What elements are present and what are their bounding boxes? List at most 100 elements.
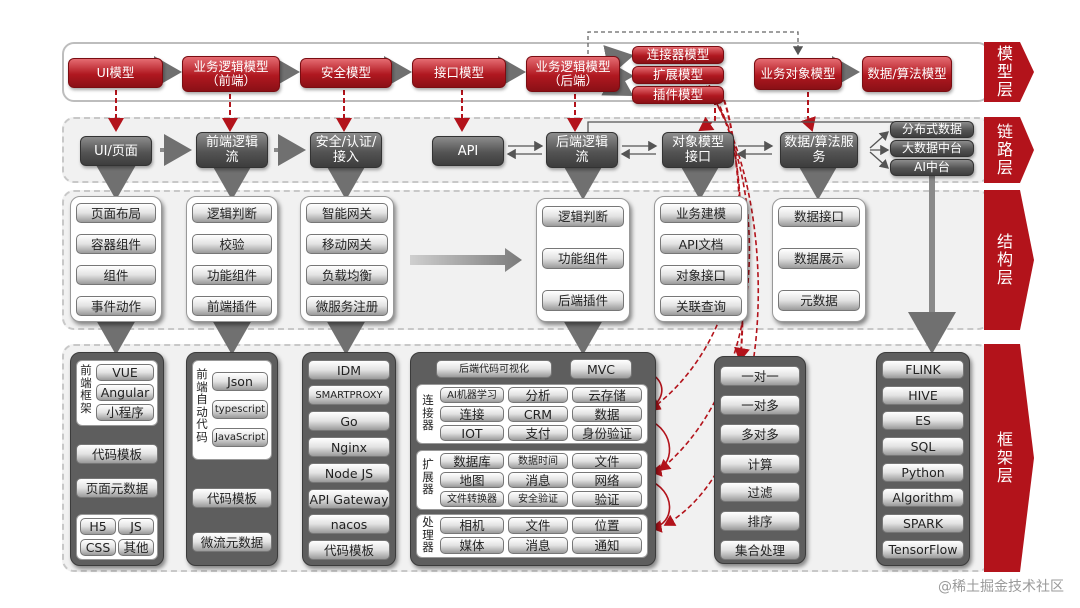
processor-item[interactable]: 通知 <box>572 537 642 554</box>
structure-ui-item[interactable]: 页面布局 <box>76 203 156 223</box>
structure-data-item[interactable]: 数据展示 <box>778 248 860 269</box>
front-logic-link-box[interactable]: 前端逻辑流 <box>196 132 268 168</box>
connector-item[interactable]: 支付 <box>508 425 568 441</box>
front-code-template[interactable]: 代码模板 <box>76 444 158 464</box>
structure-ui-item[interactable]: 组件 <box>76 265 156 285</box>
plugin-model-box[interactable]: 插件模型 <box>632 86 724 104</box>
security-model-box[interactable]: 安全模型 <box>300 58 392 88</box>
data-algo-model-box[interactable]: 数据/算法模型 <box>862 56 952 92</box>
gateway-item[interactable]: Go <box>308 411 390 431</box>
front-framework-item[interactable]: Angular <box>96 384 154 401</box>
structure-front-item[interactable]: 校验 <box>192 234 272 254</box>
relation-item[interactable]: 计算 <box>720 454 800 474</box>
extender-item[interactable]: 消息 <box>508 472 568 488</box>
processor-item[interactable]: 媒体 <box>440 537 504 554</box>
relation-item[interactable]: 集合处理 <box>720 540 800 560</box>
structure-security-item[interactable]: 移动网关 <box>306 234 388 254</box>
front-tech-item[interactable]: 其他 <box>118 539 154 556</box>
gateway-item[interactable]: Nginx <box>308 437 390 457</box>
bigdata-item[interactable]: SPARK <box>882 514 964 533</box>
bigdata-item[interactable]: TensorFlow <box>882 540 964 559</box>
object-iface-link-box[interactable]: 对象模型接口 <box>662 132 734 168</box>
structure-data-item[interactable]: 元数据 <box>778 290 860 311</box>
structure-object-item[interactable]: API文档 <box>660 234 742 254</box>
front-framework-item[interactable]: VUE <box>96 364 154 381</box>
extender-item[interactable]: 数据时间 <box>508 453 568 469</box>
extender-item[interactable]: 地图 <box>440 472 504 488</box>
extension-model-box[interactable]: 扩展模型 <box>632 66 724 84</box>
relation-item[interactable]: 一对多 <box>720 395 800 415</box>
extender-item[interactable]: 文件转换器 <box>440 491 504 507</box>
structure-security-item[interactable]: 微服务注册 <box>306 296 388 316</box>
auto-code-item[interactable]: typescript <box>212 400 268 419</box>
structure-back-item[interactable]: 后端插件 <box>542 290 624 311</box>
relation-item[interactable]: 排序 <box>720 511 800 531</box>
front-tech-item[interactable]: H5 <box>80 518 116 535</box>
connector-item[interactable]: 数据 <box>572 406 642 422</box>
gateway-item[interactable]: API Gateway <box>308 489 390 509</box>
connector-item[interactable]: 连接 <box>440 406 504 422</box>
front-page-metadata[interactable]: 页面元数据 <box>76 478 158 498</box>
relation-item[interactable]: 一对一 <box>720 366 800 386</box>
backend-code-visual[interactable]: 后端代码可视化 <box>436 360 552 378</box>
processor-item[interactable]: 位置 <box>572 517 642 534</box>
structure-security-item[interactable]: 智能网关 <box>306 203 388 223</box>
connector-model-box[interactable]: 连接器模型 <box>632 46 724 64</box>
biz-object-model-box[interactable]: 业务对象模型 <box>754 58 842 90</box>
bigdata-item[interactable]: ES <box>882 411 964 430</box>
connector-item[interactable]: CRM <box>508 406 568 422</box>
structure-back-item[interactable]: 逻辑判断 <box>542 206 624 227</box>
structure-front-item[interactable]: 前端插件 <box>192 296 272 316</box>
gateway-item[interactable]: Node JS <box>308 463 390 483</box>
extender-item[interactable]: 验证 <box>572 491 642 507</box>
extender-item[interactable]: 数据库 <box>440 453 504 469</box>
bigdata-item[interactable]: Python <box>882 463 964 482</box>
bigdata-item[interactable]: Algorithm <box>882 488 964 507</box>
bigdata-platform-box[interactable]: 大数据中台 <box>890 140 974 157</box>
security-auth-link-box[interactable]: 安全/认证/接入 <box>310 132 382 168</box>
connector-item[interactable]: 云存储 <box>572 387 642 403</box>
gateway-item[interactable]: SMARTPROXY <box>308 385 390 405</box>
connector-item[interactable]: AI机器学习 <box>440 387 504 403</box>
distributed-data-box[interactable]: 分布式数据 <box>890 121 974 138</box>
structure-ui-item[interactable]: 容器组件 <box>76 234 156 254</box>
structure-front-item[interactable]: 逻辑判断 <box>192 203 272 223</box>
processor-item[interactable]: 相机 <box>440 517 504 534</box>
structure-data-item[interactable]: 数据接口 <box>778 206 860 227</box>
structure-front-item[interactable]: 功能组件 <box>192 265 272 285</box>
structure-object-item[interactable]: 业务建模 <box>660 203 742 223</box>
front-framework-item[interactable]: 小程序 <box>96 404 154 421</box>
relation-item[interactable]: 多对多 <box>720 424 800 444</box>
front-tech-item[interactable]: JS <box>118 518 154 535</box>
ui-page-link-box[interactable]: UI/页面 <box>80 136 152 166</box>
ai-platform-box[interactable]: AI中台 <box>890 159 974 176</box>
auto-code-template[interactable]: 代码模板 <box>192 488 272 508</box>
mvc-box[interactable]: MVC <box>570 359 632 379</box>
back-logic-link-box[interactable]: 后端逻辑流 <box>546 132 618 168</box>
interface-model-box[interactable]: 接口模型 <box>412 58 506 88</box>
bigdata-item[interactable]: HIVE <box>882 386 964 405</box>
structure-security-item[interactable]: 负载均衡 <box>306 265 388 285</box>
extender-item[interactable]: 文件 <box>572 453 642 469</box>
gateway-item[interactable]: 代码模板 <box>308 540 390 560</box>
structure-back-item[interactable]: 功能组件 <box>542 248 624 269</box>
auto-code-item[interactable]: JavaScript <box>212 428 268 447</box>
processor-item[interactable]: 文件 <box>508 517 568 534</box>
gateway-item[interactable]: nacos <box>308 514 390 534</box>
api-link-box[interactable]: API <box>432 136 504 166</box>
auto-microflow-metadata[interactable]: 微流元数据 <box>192 532 272 552</box>
auto-code-item[interactable]: Json <box>212 372 268 391</box>
extender-item[interactable]: 安全验证 <box>508 491 568 507</box>
biz-logic-front-model-box[interactable]: 业务逻辑模型（前端） <box>182 56 280 92</box>
ui-model-box[interactable]: UI模型 <box>68 58 163 88</box>
front-tech-item[interactable]: CSS <box>80 539 116 556</box>
relation-item[interactable]: 过滤 <box>720 482 800 502</box>
bigdata-item[interactable]: FLINK <box>882 360 964 379</box>
bigdata-item[interactable]: SQL <box>882 437 964 456</box>
connector-item[interactable]: IOT <box>440 425 504 441</box>
structure-object-item[interactable]: 关联查询 <box>660 296 742 316</box>
extender-item[interactable]: 网络 <box>572 472 642 488</box>
gateway-item[interactable]: IDM <box>308 360 390 380</box>
connector-item[interactable]: 身份验证 <box>572 425 642 441</box>
structure-object-item[interactable]: 对象接口 <box>660 265 742 285</box>
